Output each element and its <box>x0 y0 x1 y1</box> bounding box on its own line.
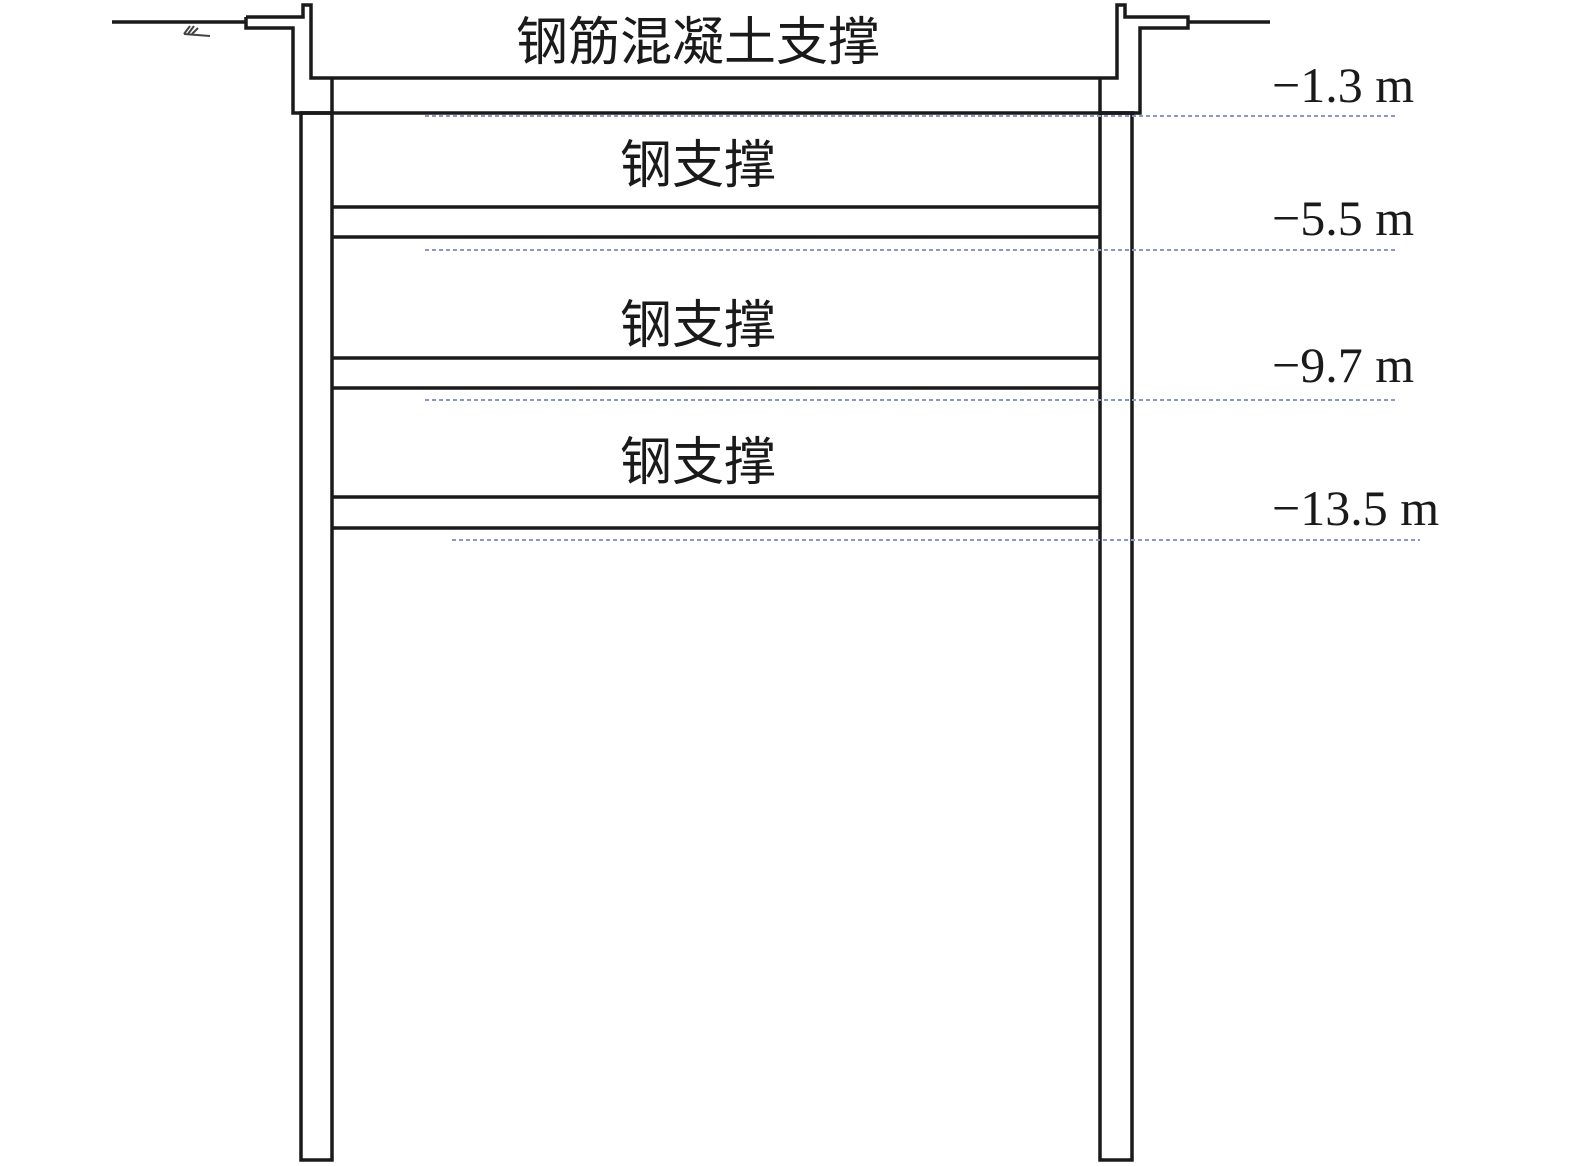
steel-strut-1 <box>332 205 1100 239</box>
level-label: −1.3 m <box>1272 57 1414 113</box>
steel-strut-label: 钢支撑 <box>620 433 776 493</box>
steel-strut-label: 钢支撑 <box>620 136 776 196</box>
left-guide-wall <box>244 17 332 115</box>
ground-symbol-icon <box>183 25 211 37</box>
level-label: −9.7 m <box>1272 337 1414 393</box>
crown-beam-outline <box>246 3 1190 115</box>
steel-strut-label: 钢支撑 <box>620 296 776 356</box>
concrete-strut-label: 钢筋混凝土支撑 <box>516 13 880 73</box>
level-label: −13.5 m <box>1272 480 1439 536</box>
right-diaphragm-wall <box>1098 111 1134 1162</box>
left-diaphragm-wall <box>299 111 334 1162</box>
level-label: −5.5 m <box>1272 190 1414 246</box>
steel-strut-3 <box>332 495 1100 530</box>
steel-strut-2 <box>332 356 1100 390</box>
